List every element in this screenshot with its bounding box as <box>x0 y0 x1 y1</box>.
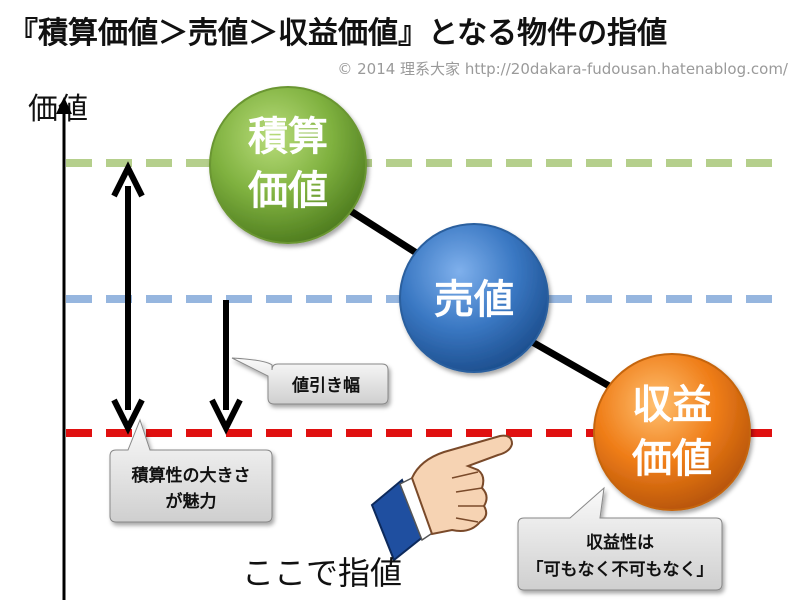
circle-urine <box>399 223 549 373</box>
callout-land-value-line1: 積算性の大きさ <box>132 465 251 486</box>
circle-urine-label: 売値 <box>434 277 514 323</box>
pointer-label: ここで指値 <box>242 554 403 592</box>
connector-line <box>518 331 627 399</box>
pointing-hand-icon <box>370 434 514 562</box>
callout-land-value <box>109 418 273 523</box>
circle-sekisan-line2: 価値 <box>247 168 328 214</box>
circle-sekisan <box>209 86 367 244</box>
y-axis-arrowhead <box>56 97 72 114</box>
circle-sekisan-line1: 積算 <box>248 114 328 160</box>
circle-shueki <box>593 353 751 511</box>
callout-discount-text: 値引き幅 <box>291 375 360 396</box>
y-axis-label: 価値 <box>28 92 88 127</box>
page-title: 『積算価値＞売値＞収益価値』となる物件の指値 <box>8 16 668 51</box>
callout-land-value-line2: が魅力 <box>166 491 217 512</box>
callout-yield <box>517 486 723 591</box>
callout-discount <box>231 357 389 405</box>
discount-arrow-head <box>209 398 243 435</box>
double-arrow-head-top <box>111 161 145 198</box>
double-arrow-head-bottom <box>111 398 145 435</box>
callout-yield-line2: 「可もなく不可もなく」 <box>527 559 714 580</box>
callout-yield-line1: 収益性は <box>586 532 654 553</box>
copyright-notice: © 2014 理系大家 http://20dakara-fudousan.hat… <box>337 60 788 78</box>
circle-shueki-line2: 価値 <box>631 436 712 482</box>
circle-shueki-line1: 収益 <box>632 382 712 428</box>
